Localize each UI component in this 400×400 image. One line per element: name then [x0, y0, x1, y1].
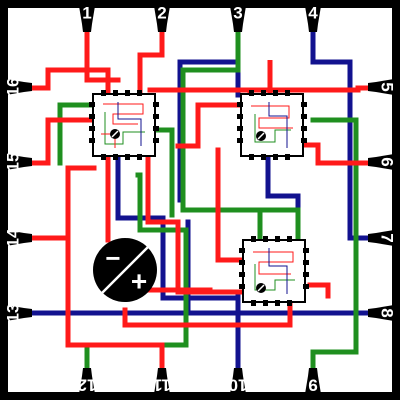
- wire-red-mid: [147, 60, 273, 98]
- plug-icon: [6, 305, 32, 321]
- wire-green-3: [180, 27, 301, 248]
- pin-label: 12: [78, 376, 97, 395]
- pin-2-connector[interactable]: 2: [154, 3, 170, 32]
- pin-13-connector[interactable]: 13: [3, 304, 32, 323]
- pin-label: 6: [378, 157, 397, 166]
- plug-icon: [6, 230, 32, 246]
- pin-16-connector[interactable]: 16: [3, 78, 32, 97]
- wire-red-11: [65, 235, 165, 388]
- battery-minus-label: −: [105, 243, 120, 273]
- pin-label: 4: [308, 3, 318, 22]
- chip-body: [240, 93, 304, 157]
- pin-10-connector[interactable]: 10: [229, 368, 248, 395]
- chip-a[interactable]: [89, 90, 159, 160]
- pin-11-connector[interactable]: 11: [153, 368, 171, 395]
- chip-pins: [237, 90, 307, 160]
- red-wires: [21, 27, 385, 388]
- pin-label: 7: [378, 233, 397, 242]
- chip-internal-traces: [253, 248, 295, 294]
- plug-icon: [368, 305, 394, 321]
- plug-icon: [6, 154, 32, 170]
- wire-green-9: [310, 117, 359, 388]
- plug-icon: [79, 6, 95, 32]
- pin-15-connector[interactable]: 15: [3, 153, 32, 172]
- pin-label: 2: [157, 3, 166, 22]
- chip-body: [242, 239, 306, 303]
- screwdriver-icon: [256, 131, 266, 141]
- pin-label: 9: [308, 376, 317, 395]
- plug-icon: [230, 6, 246, 32]
- plug-icon: [368, 230, 394, 246]
- pin-label: 16: [3, 78, 22, 97]
- pin-12-connector[interactable]: 12: [78, 368, 97, 395]
- wire-green-left: [57, 102, 97, 166]
- wire-blue-top: [177, 59, 241, 203]
- pin-6-connector[interactable]: 6: [368, 154, 397, 170]
- wire-red-chipB: [215, 147, 247, 263]
- chip-pins: [89, 90, 159, 160]
- battery-plus-label: +: [131, 265, 147, 296]
- plug-icon: [305, 6, 321, 32]
- pin-label: 10: [229, 376, 248, 395]
- pin-label: 1: [82, 3, 91, 22]
- pin-5-connector[interactable]: 5: [368, 79, 397, 95]
- wire-red-mid2: [175, 102, 247, 149]
- pin-label: 8: [378, 308, 397, 317]
- wire-red-chipC: [307, 282, 331, 299]
- pin-label: 13: [3, 304, 22, 323]
- pin-1-connector[interactable]: 1: [79, 3, 95, 32]
- screwdriver-icon: [256, 283, 266, 293]
- plug-icon: [368, 154, 394, 170]
- pin-3-connector[interactable]: 3: [230, 3, 246, 32]
- plug-icon: [154, 368, 170, 394]
- plug-icon: [305, 368, 321, 394]
- plug-icon: [79, 368, 95, 394]
- plug-icon: [154, 6, 170, 32]
- wire-blue-4-loop: [310, 27, 385, 241]
- battery-polarity-icon[interactable]: − +: [93, 238, 157, 302]
- plug-icon: [368, 79, 394, 95]
- wire-layer: [21, 27, 385, 388]
- chip-body: [92, 93, 156, 157]
- pin-14-connector[interactable]: 14: [3, 228, 32, 247]
- pin-9-connector[interactable]: 9: [305, 368, 321, 395]
- wire-red-bottom: [122, 295, 293, 328]
- chip-b[interactable]: [237, 90, 307, 160]
- pin-label: 5: [378, 82, 397, 91]
- wire-red-1: [84, 27, 121, 83]
- pin-label: 11: [153, 376, 171, 395]
- pin-4-connector[interactable]: 4: [305, 3, 321, 32]
- pin-label: 15: [3, 153, 22, 172]
- chip-c[interactable]: [239, 236, 309, 306]
- wire-red-14: [21, 165, 97, 241]
- chip-pins: [239, 236, 309, 306]
- wire-red-15: [21, 117, 97, 166]
- pin-7-connector[interactable]: 7: [368, 230, 397, 246]
- plug-icon: [230, 368, 246, 394]
- plug-icon: [6, 79, 32, 95]
- pin-label: 14: [3, 228, 22, 247]
- chip-internal-traces: [251, 102, 293, 148]
- screwdriver-icon: [110, 129, 120, 139]
- pin-8-connector[interactable]: 8: [368, 305, 397, 321]
- pin-label: 3: [233, 3, 242, 22]
